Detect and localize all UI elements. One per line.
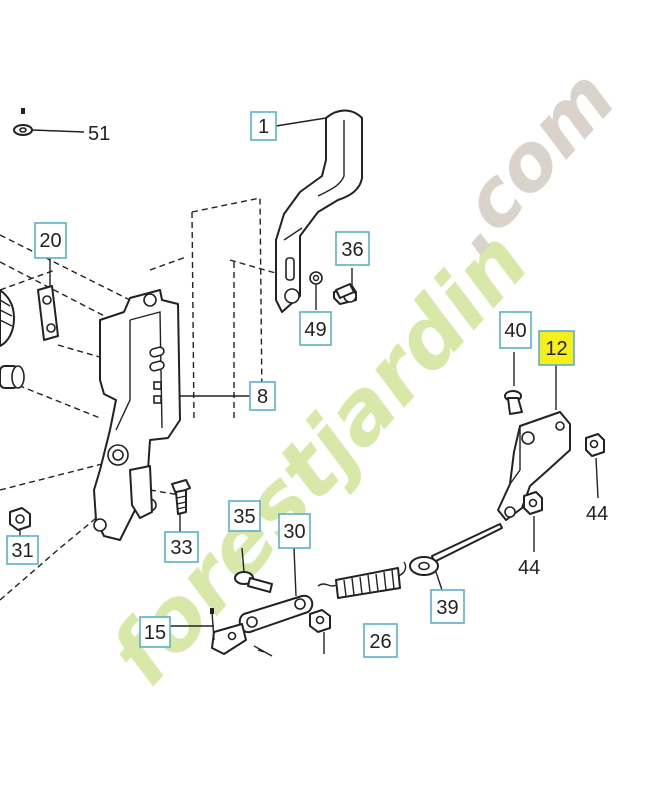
label-44-a: 44 [586,503,608,525]
callout-1-text: 1 [258,116,269,138]
label-31-box: 31 [6,535,39,565]
bolt-36 [335,283,355,299]
rod-39 [409,523,503,576]
callout-33-text: 33 [170,537,192,559]
callout-35: 35 [228,500,261,532]
nut-44-a [585,433,605,457]
label-49: 49 [304,319,326,341]
label-26: 26 [369,631,391,653]
dashed-frame [0,197,301,601]
callout-1: 1 [250,111,277,141]
callout-40-text: 40 [504,320,526,342]
bolt-40 [504,390,523,415]
spring-26 [317,561,407,599]
bolt-33 [171,479,191,515]
link-30 [238,594,314,634]
callout-15-text: 15 [144,622,166,644]
label-49-box: 49 [299,311,332,346]
clevis-15 [210,608,273,657]
callout-39-text: 39 [436,597,458,619]
leader-lines [19,117,599,654]
plate-20 [37,285,59,341]
label-31: 31 [11,540,33,562]
callout-30: 30 [278,513,311,549]
callout-8-text: 8 [257,386,268,408]
callout-8: 8 [249,381,276,411]
label-51: 51 [88,123,110,145]
callout-36-text: 36 [341,239,363,261]
label-26-box: 26 [363,623,398,658]
nut-26-side [309,609,331,633]
callout-20: 20 [34,222,67,259]
callout-12-text: 12 [545,338,567,360]
nut-31 [9,507,31,531]
callout-35-text: 35 [233,506,255,528]
callout-33: 33 [164,531,199,563]
label-44-b: 44 [518,557,540,579]
callout-36: 36 [335,231,370,266]
left-edge-parts [0,289,25,389]
callout-15: 15 [139,616,171,648]
callout-30-text: 30 [283,521,305,543]
nut-44-b [523,491,543,515]
callout-40: 40 [499,311,532,349]
callout-39: 39 [430,589,465,624]
bolt-35 [234,571,273,593]
callout-12: 12 [538,330,575,366]
main-bracket [93,289,181,541]
lever-arm [275,109,363,313]
callout-20-text: 20 [39,230,61,252]
watermark-suffix: .com [425,54,633,271]
washer-51 [13,108,33,136]
